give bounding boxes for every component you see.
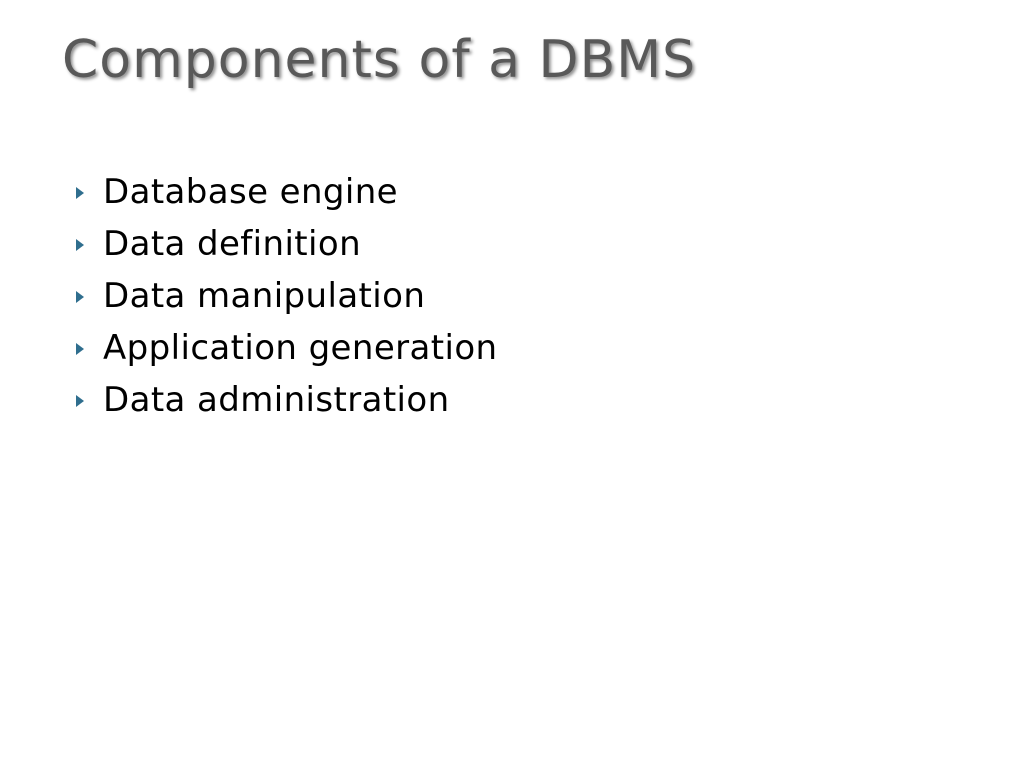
list-item-data-manipulation: Data manipulation bbox=[76, 270, 498, 322]
bullet-text: Database engine bbox=[103, 172, 398, 212]
list-item-database-engine: Database engine bbox=[76, 166, 498, 218]
list-item-data-definition: Data definition bbox=[76, 218, 498, 270]
bullet-text: Data manipulation bbox=[103, 276, 426, 316]
list-item-application-generation: Application generation bbox=[76, 322, 498, 374]
bullet-text: Data definition bbox=[103, 224, 362, 264]
bullet-list: Database engine Data definition Data man… bbox=[76, 166, 498, 426]
slide-title: Components of a DBMS bbox=[62, 30, 697, 90]
bullet-text: Data administration bbox=[103, 380, 450, 420]
triangle-right-icon bbox=[76, 395, 84, 407]
triangle-right-icon bbox=[76, 187, 84, 199]
triangle-right-icon bbox=[76, 239, 84, 251]
triangle-right-icon bbox=[76, 291, 84, 303]
list-item-data-administration: Data administration bbox=[76, 374, 498, 426]
bullet-text: Application generation bbox=[103, 328, 498, 368]
triangle-right-icon bbox=[76, 343, 84, 355]
